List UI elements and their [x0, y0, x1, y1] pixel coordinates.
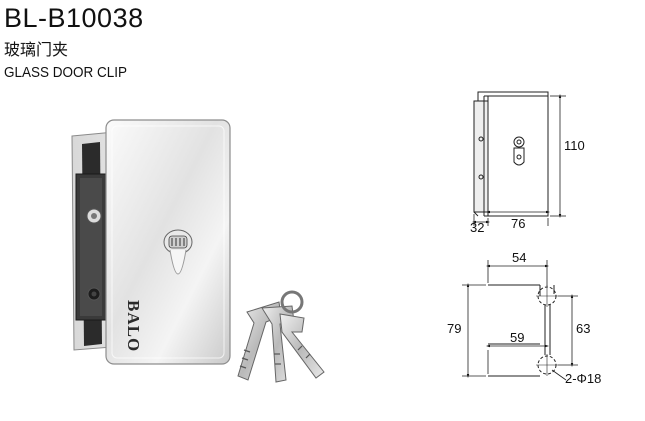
dim-width-76: 76: [511, 216, 525, 231]
lock-cylinder-icon: [163, 229, 193, 275]
hole-pattern-drawing: [488, 284, 558, 377]
dim-lower-span-59: 59: [510, 330, 524, 345]
model-number: BL-B10038: [4, 3, 144, 33]
cylinder-symbol-icon: [513, 136, 525, 166]
dim-overall-height-79: 79: [447, 321, 461, 336]
screw-icon: [86, 208, 102, 224]
product-illustration: BALO: [71, 119, 325, 383]
bolt-icon: [87, 287, 101, 301]
product-name-chinese: 玻璃门夹: [4, 40, 69, 59]
top-hole-icon: [536, 285, 558, 307]
brand-logo: BALO: [124, 300, 143, 352]
header: BL-B10038 玻璃门夹 GLASS DOOR CLIP: [4, 2, 144, 82]
dim-hole-pitch-63: 63: [576, 321, 590, 336]
dim-holes-diameter: 2-Φ18: [565, 371, 601, 386]
side-dimension-lines: [472, 94, 566, 226]
dim-top-span-54: 54: [512, 250, 526, 265]
hole-dimension-lines: [462, 260, 578, 381]
product-name-english: GLASS DOOR CLIP: [4, 64, 128, 81]
dim-height-110: 110: [564, 138, 585, 153]
keys-icon: [237, 290, 325, 383]
svg-text:BALO: BALO: [124, 300, 143, 352]
bottom-hole-icon: [536, 354, 558, 376]
side-elevation-drawing: [473, 91, 549, 217]
dim-depth-32: 32: [470, 220, 484, 235]
